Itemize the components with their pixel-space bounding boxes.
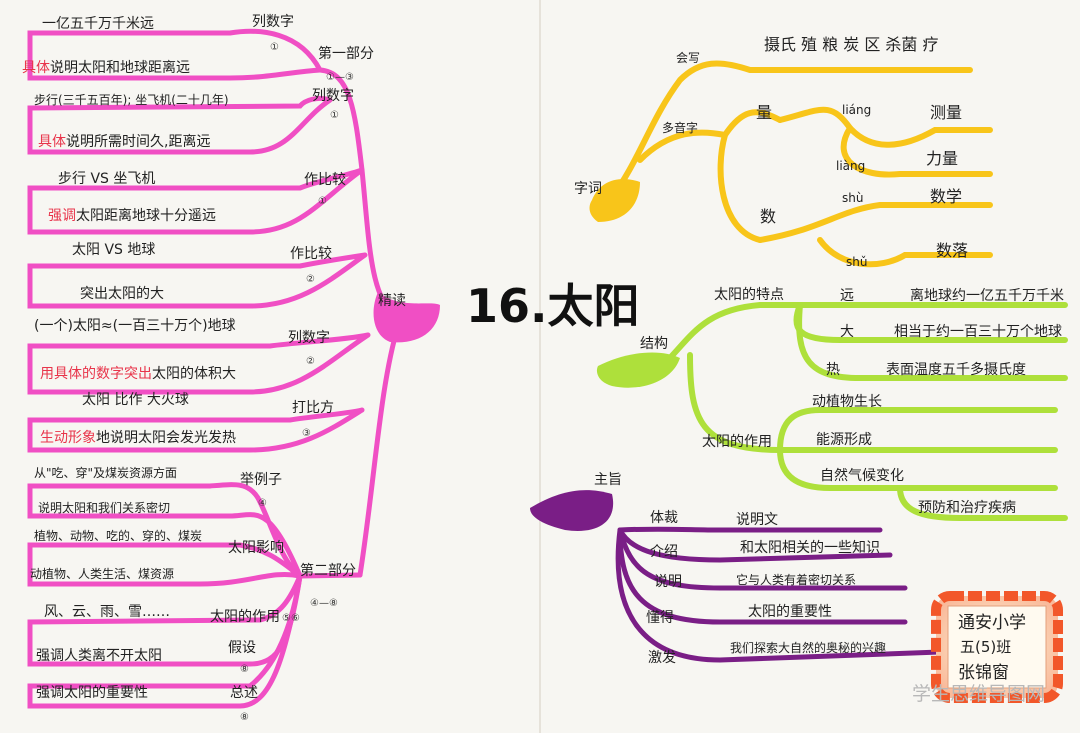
author-badge: 通安小学 五(5)班 张锦窗 <box>931 591 1063 703</box>
p2-item0-line1: 说明太阳和我们关系密切 <box>38 500 170 515</box>
p1-item3-line1: 突出太阳的大 <box>80 286 164 302</box>
structure-root-label: 结构 <box>640 336 668 352</box>
part1-range: ①—③ <box>326 72 354 83</box>
badge-name: 张锦窗 <box>958 663 1009 683</box>
shu-pinyin-0: shù <box>842 191 863 205</box>
p1-item5-num: ③ <box>302 428 311 439</box>
p2-item1-line0: 植物、动物、吃的、穿的、煤炭 <box>34 528 202 543</box>
huiyi-label: 会写 <box>676 51 700 65</box>
p2-item1-method: 太阳影响 <box>228 540 284 556</box>
p2-item4-method: 总述 <box>230 685 258 701</box>
p1-item2-line0: 步行 VS 坐飞机 <box>58 171 155 187</box>
watermark: 学生思维导图网 <box>912 683 1045 705</box>
p1-item1-line0: 步行(三千五百年); 坐飞机(二十几年) <box>34 93 229 107</box>
pink-branch <box>27 28 403 709</box>
effect-2: 自然气候变化 <box>820 467 904 484</box>
theme-2-text: 它与人类有着密切关系 <box>736 572 856 587</box>
p1-item5-method: 打比方 <box>292 399 334 416</box>
p2-item0-line0: 从"吃、穿"及煤炭资源方面 <box>34 465 177 480</box>
shu-pinyin-1: shǔ <box>846 255 867 269</box>
p1-item0-line0: 一亿五千万千米远 <box>42 16 154 32</box>
p1-item3-method: 作比较 <box>290 246 332 262</box>
p1-item1-num: ① <box>330 110 339 121</box>
p1-item2-num: ① <box>318 196 327 207</box>
theme-4-text: 我们探索大自然的奥秘的兴趣 <box>730 640 886 655</box>
p2-item1-line1: 动植物、人类生活、煤资源 <box>30 566 174 581</box>
shu-word-0: 数学 <box>930 187 962 206</box>
feature-2-key: 热 <box>826 362 840 378</box>
p1-item3-line0: 太阳 VS 地球 <box>72 242 155 258</box>
purple-root-blob <box>530 490 614 531</box>
p2-item3-method: 假设 <box>228 640 256 656</box>
theme-1-label: 介绍 <box>650 544 678 560</box>
p2-item0-num: ④ <box>258 498 267 509</box>
p1-item1-method: 列数字 <box>312 88 354 104</box>
p1-item1-line1: 具体说明所需时间久,距离远 <box>38 133 210 150</box>
theme-root-label: 主旨 <box>594 472 622 488</box>
p2-item2-line0: 风、云、雨、雪…… <box>44 604 170 620</box>
feature-1-key: 大 <box>840 324 854 340</box>
liang-word-1: 力量 <box>926 149 958 168</box>
p2-item2-method: 太阳的作用 <box>210 609 280 625</box>
words-root-label: 字词 <box>574 181 602 197</box>
theme-3-label: 懂得 <box>646 609 674 626</box>
shu-word-1: 数落 <box>936 241 968 260</box>
effects-label: 太阳的作用 <box>702 434 772 450</box>
yellow-branch <box>607 60 993 268</box>
char-liang: 量 <box>756 103 772 122</box>
theme-1-text: 和太阳相关的一些知识 <box>740 539 880 556</box>
liang-word-0: 测量 <box>930 103 962 122</box>
char-shu: 数 <box>760 207 776 226</box>
liang-pinyin-1: liàng <box>836 159 865 173</box>
effect-1: 能源形成 <box>816 432 872 448</box>
p2-item3-num: ⑧ <box>240 664 249 675</box>
effect-0: 动植物生长 <box>812 394 882 410</box>
p1-item4-num: ② <box>306 356 315 367</box>
theme-2-label: 说明 <box>654 574 682 590</box>
badge-school: 通安小学 <box>958 613 1026 633</box>
green-root-blob <box>596 352 680 388</box>
p1-item4-method: 列数字 <box>288 330 330 346</box>
pink-root-label: 精读 <box>378 292 406 309</box>
purple-branch <box>615 526 943 663</box>
p1-item5-line0: 太阳 比作 大火球 <box>82 392 189 408</box>
p2-item0-method: 举例子 <box>240 472 282 488</box>
p2-item4-num: ⑧ <box>240 712 249 723</box>
features-label: 太阳的特点 <box>714 287 784 303</box>
theme-0-label: 体裁 <box>650 510 678 526</box>
p1-item0-line1: 具体说明太阳和地球距离远 <box>22 59 190 76</box>
pink-root-blob <box>373 292 440 343</box>
badge-class: 五(5)班 <box>960 638 1011 656</box>
p2-item2-num: ⑤⑥ <box>282 613 300 624</box>
part2-range: ④—⑧ <box>310 598 338 609</box>
yellow-root-blob <box>589 179 640 222</box>
theme-3-text: 太阳的重要性 <box>748 604 832 620</box>
feature-1-text: 相当于约一百三十万个地球 <box>894 324 1062 340</box>
p2-item4-line0: 强调太阳的重要性 <box>36 685 148 701</box>
theme-4-label: 激发 <box>648 649 676 666</box>
p1-item5-line1: 生动形象地说明太阳会发光发热 <box>40 430 236 446</box>
p2-item3-line0: 强调人类离不开太阳 <box>36 647 162 664</box>
duoyinzi-label: 多音字 <box>662 120 698 135</box>
p1-item4-line0: (一个)太阳≈(一百三十万个)地球 <box>34 318 236 334</box>
p1-item2-line1: 强调太阳距离地球十分遥远 <box>48 207 216 224</box>
p1-item3-num: ② <box>306 274 315 285</box>
part2-label: 第二部分 <box>300 562 356 579</box>
liang-pinyin-0: liáng <box>842 103 871 117</box>
p1-item0-method: 列数字 <box>252 14 294 30</box>
p1-item2-method: 作比较 <box>304 172 346 188</box>
p1-item0-num: ① <box>270 42 279 53</box>
effect-3: 预防和治疗疾病 <box>918 500 1016 516</box>
p1-item4-line1: 用具体的数字突出太阳的体积大 <box>40 366 236 382</box>
map-title: 16.太阳 <box>466 279 640 333</box>
feature-0-key: 远 <box>840 288 854 304</box>
theme-0-text: 说明文 <box>736 512 778 528</box>
feature-0-text: 离地球约一亿五千万千米 <box>910 287 1064 304</box>
huiyi-text: 摄氏 殖 粮 炭 区 杀菌 疗 <box>764 35 939 54</box>
part1-label: 第一部分 <box>318 45 374 62</box>
feature-2-text: 表面温度五千多摄氏度 <box>886 361 1026 378</box>
